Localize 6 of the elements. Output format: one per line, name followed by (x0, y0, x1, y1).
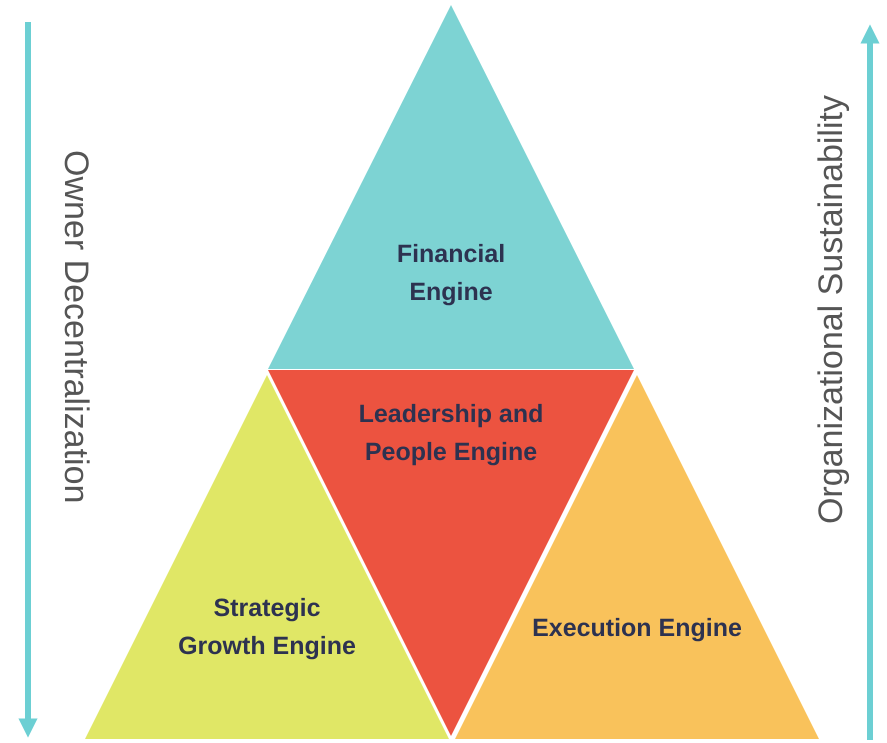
engine-label: Financial Engine (396, 239, 506, 308)
engine-label: Strategic Growth Engine (177, 593, 357, 662)
axis-label: Organizational Sustainability (812, 95, 851, 524)
axis-label: Owner Decentralization (56, 150, 95, 504)
engine-label: Leadership and People Engine (358, 399, 544, 468)
engine-label: Execution Engine (531, 613, 743, 644)
